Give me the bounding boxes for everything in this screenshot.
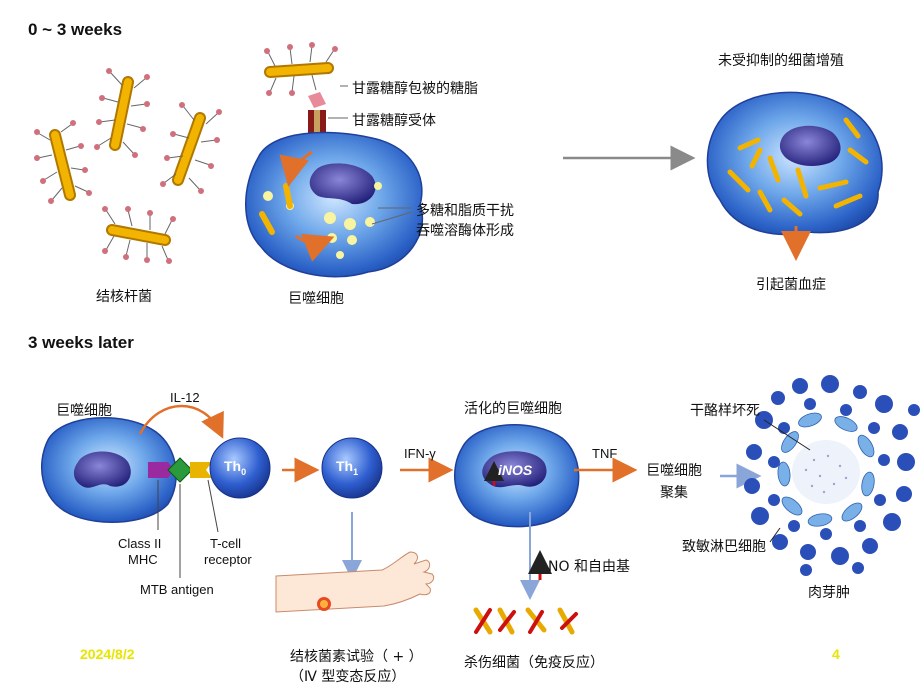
ifn-label: IFN-γ [404, 446, 436, 461]
bacterium-4 [102, 206, 176, 264]
bacterium-1 [34, 120, 92, 204]
tuberculin-test-label-line1: 结核菌素试验（ + ） [290, 649, 423, 665]
section-heading-early: 0 ~ 3 weeks [28, 20, 123, 39]
granuloma [744, 375, 920, 576]
receptor-label: 甘露糖醇受体 [352, 113, 436, 129]
proliferation-label: 未受抑制的细菌增殖 [718, 53, 844, 69]
granuloma-label: 肉芽肿 [808, 585, 850, 601]
tnf-label: TNF [592, 446, 618, 461]
bacterium-3 [160, 102, 222, 194]
class2-label-line1: Class II [118, 536, 162, 551]
th1-cell [321, 437, 383, 499]
mhc-antigen-tcr-complex [148, 457, 212, 483]
inos-label: iNOS [498, 462, 533, 478]
macrophage-label-top: 巨噬细胞 [288, 291, 344, 307]
th0-label: Th0 [224, 458, 247, 477]
coated-bacterium [264, 42, 338, 96]
il12-label: IL-12 [170, 390, 200, 405]
macrophage-activated [453, 423, 580, 528]
bacteremia-label: 引起菌血症 [756, 277, 826, 293]
no-free-radicals-label: NO 和自由基 [548, 559, 630, 575]
footer-date: 2024/8/2 [80, 646, 135, 662]
macrophage-top [245, 131, 424, 278]
tuberculin-test-label-line2: （Ⅳ 型变态反应） [290, 669, 406, 685]
tcr-label-line2: receptor [204, 552, 252, 567]
forearm-skin-test [275, 551, 435, 613]
footer-page-number: 4 [832, 646, 840, 662]
mtb-antigen-label: MTB antigen [140, 582, 214, 597]
bacteria-killing-label: 杀伤细菌（免疫反应） [464, 655, 604, 671]
th0-cell [209, 437, 271, 499]
macrophage-label-bottom: 巨噬细胞 [56, 403, 112, 419]
tcr-label-line1: T-cell [210, 536, 242, 551]
section-heading-late: 3 weeks later [28, 333, 134, 352]
macrophage-proliferating [706, 91, 883, 261]
bacterium-2 [94, 68, 150, 158]
glycolipid-label: 甘露糖醇包被的糖脂 [352, 81, 478, 97]
th1-label: Th1 [336, 458, 359, 477]
interference-label-line1: 多糖和脂质干扰 [416, 203, 514, 219]
killed-bacteria [473, 607, 578, 635]
macrophage-bottom [41, 417, 177, 523]
aggregation-label-line1: 巨噬细胞 [646, 463, 702, 479]
sensitized-lymphocyte-label: 致敏淋巴细胞 [682, 539, 766, 555]
bacteria-label: 结核杆菌 [96, 289, 152, 305]
caseous-necrosis-label: 干酪样坏死 [690, 403, 760, 419]
aggregation-label-line2: 聚集 [660, 485, 688, 501]
activated-macrophage-label: 活化的巨噬细胞 [464, 401, 562, 417]
interference-label-line2: 吞噬溶酶体形成 [416, 223, 514, 239]
class2-label-line2: MHC [128, 552, 158, 567]
